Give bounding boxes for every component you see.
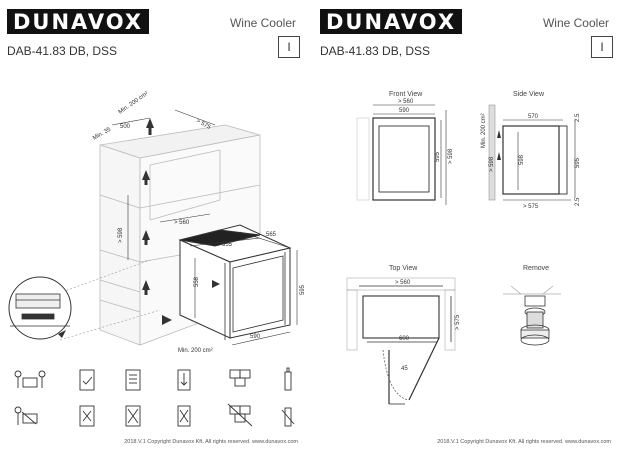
front-wall-hatch — [356, 117, 370, 201]
dim-598: > 598 — [118, 227, 124, 243]
right-page: DUNAVOX DAB-41.83 DB, DSS Wine Cooler I … — [313, 0, 625, 453]
brand-logo-right: DUNAVOX — [320, 9, 463, 34]
side-dim-2-5-top: 2.5 — [575, 113, 581, 122]
dim-558: 558 — [194, 276, 200, 287]
views-diagram: Front View > 560 590 595 > 598 Side View — [346, 91, 581, 405]
side-dim-min-200: Min. 200 cm² — [481, 113, 487, 148]
remove-title: Remove — [523, 265, 549, 272]
dim-565: 565 — [266, 232, 277, 238]
dim-590: 590 — [250, 334, 261, 340]
product-type-right: Wine Cooler — [542, 16, 609, 30]
footer-right: 2018.V.1 Copyright Dunavox Kft. All righ… — [437, 439, 611, 445]
one-person-carry-prohibited-icon — [14, 406, 38, 425]
side-dim-575: > 575 — [523, 204, 539, 210]
side-dim-570: 570 — [528, 114, 539, 120]
model-name-right: DAB-41.83 DB, DSS — [320, 44, 431, 58]
stacking-prohibited-icon — [227, 403, 253, 427]
handling-icons — [14, 367, 292, 391]
manual-icon — [125, 369, 141, 391]
front-dim-598: > 598 — [448, 148, 454, 164]
top-dim-575: > 575 — [455, 314, 461, 330]
flat-prohibited-icon — [79, 405, 95, 427]
footer-left: 2018.V.1 Copyright Dunavox Kft. All righ… — [124, 439, 298, 445]
dim-555: 555 — [222, 242, 233, 248]
product-type: Wine Cooler — [229, 16, 296, 30]
brand-logo: DUNAVOX — [7, 9, 150, 34]
bottle-icon — [284, 367, 292, 391]
manual-prohibited-icon — [125, 405, 141, 427]
front-dim-590: 590 — [399, 108, 410, 114]
top-dim-600: 600 — [399, 336, 410, 342]
dim-560: > 560 — [174, 220, 190, 226]
upright-arrow-icon — [177, 369, 191, 391]
side-view-title: Side View — [513, 91, 545, 98]
left-page: DUNAVOX DAB-41.83 DB, DSS Wine Cooler I — [0, 0, 312, 453]
dim-500: 500 — [120, 124, 131, 130]
side-dim-598: 598 — [519, 154, 525, 165]
side-dim-595: 595 — [575, 157, 581, 168]
page-indicator-right: I — [591, 36, 613, 58]
stacking-icon — [229, 369, 251, 387]
bottle-prohibited-icon — [281, 407, 295, 427]
top-dim-560: > 560 — [395, 280, 411, 286]
dim-min-200-top: Min. 200 cm² — [118, 91, 150, 116]
top-view-title: Top View — [389, 265, 418, 272]
dim-min-35: Min. 35 — [92, 126, 113, 141]
side-dim-2-5-bottom: 2.5 — [575, 197, 581, 206]
top-dim-45: 45 — [401, 366, 408, 372]
front-dim-560: > 560 — [398, 99, 414, 105]
front-view-title: Front View — [389, 91, 423, 98]
front-dim-595: 595 — [435, 151, 441, 162]
top-wall-hatch — [346, 277, 456, 351]
side-dim-598b: > 598 — [489, 156, 495, 172]
page-indicator: I — [278, 36, 300, 58]
installation-diagram: 500 Min. 200 cm² > 575 Min. 35 > 598 > 5… — [8, 91, 306, 427]
tilt-prohibited-icon — [177, 405, 191, 427]
model-name: DAB-41.83 DB, DSS — [7, 44, 118, 58]
dim-min-200-bottom: Min. 200 cm² — [178, 348, 213, 354]
two-person-carry-icon — [14, 370, 46, 388]
upright-check-icon — [79, 369, 95, 391]
dim-595: 595 — [300, 284, 306, 295]
remove-foot-illustration — [503, 285, 561, 346]
